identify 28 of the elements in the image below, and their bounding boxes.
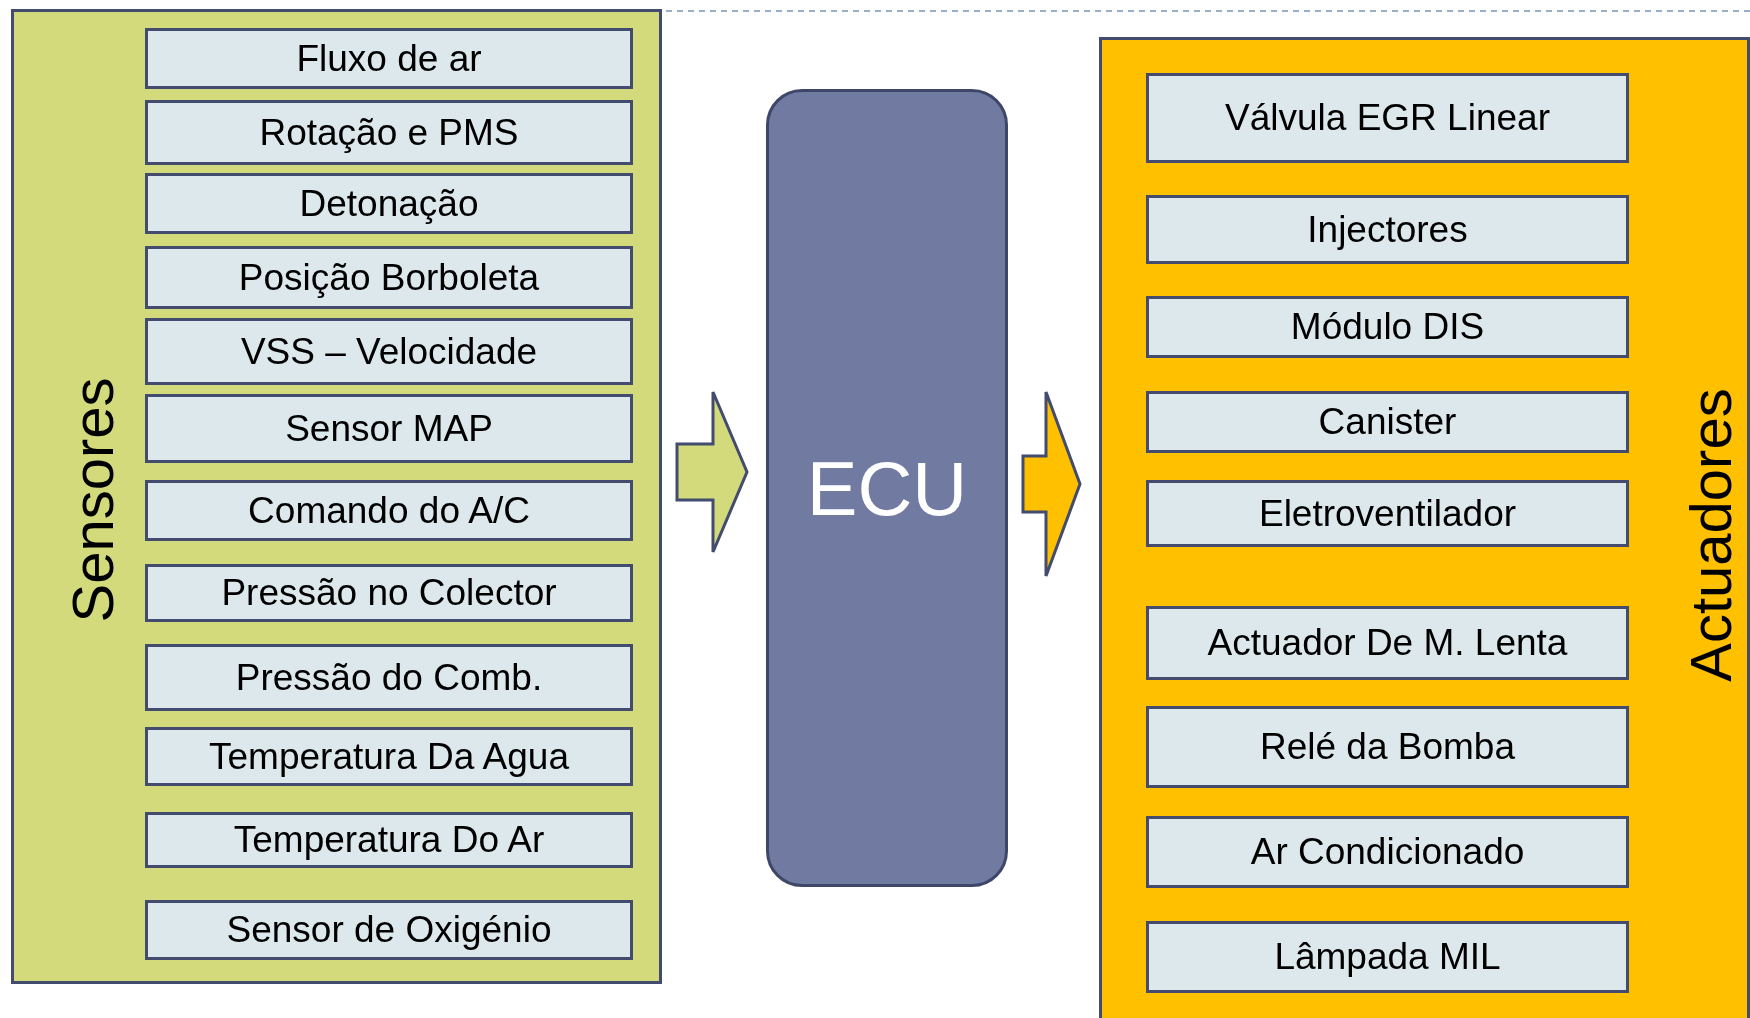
component-box: Ar Condicionado (1146, 816, 1629, 888)
component-box: Canister (1146, 391, 1629, 453)
component-box: Válvula EGR Linear (1146, 73, 1629, 163)
component-box: Rotação e PMS (145, 100, 633, 165)
component-box: VSS – Velocidade (145, 318, 633, 385)
group-panel (1099, 37, 1750, 1018)
component-box: Posição Borboleta (145, 246, 633, 309)
component-box: Temperatura Do Ar (145, 812, 633, 868)
component-box: Pressão do Comb. (145, 644, 633, 711)
component-box: Eletroventilador (1146, 480, 1629, 547)
component-box: Injectores (1146, 195, 1629, 264)
component-box: Temperatura Da Agua (145, 727, 633, 786)
component-box: Fluxo de ar (145, 28, 633, 89)
panel-heading: Sensores (58, 377, 126, 622)
panel-heading: Actuadores (1676, 388, 1744, 682)
component-box: Lâmpada MIL (1146, 921, 1629, 993)
component-box: Sensor MAP (145, 394, 633, 463)
component-box: Sensor de Oxigénio (145, 900, 633, 960)
component-box: Pressão no Colector (145, 564, 633, 622)
block-arrow (675, 390, 749, 554)
component-box: Detonação (145, 173, 633, 234)
group-panel (11, 9, 662, 984)
component-box: Relé da Bomba (1146, 706, 1629, 788)
component-box: Comando do A/C (145, 480, 633, 541)
block-arrow (1021, 390, 1082, 578)
ecu-block: ECU (766, 89, 1008, 887)
component-box: Módulo DIS (1146, 296, 1629, 358)
component-box: Actuador De M. Lenta (1146, 606, 1629, 680)
